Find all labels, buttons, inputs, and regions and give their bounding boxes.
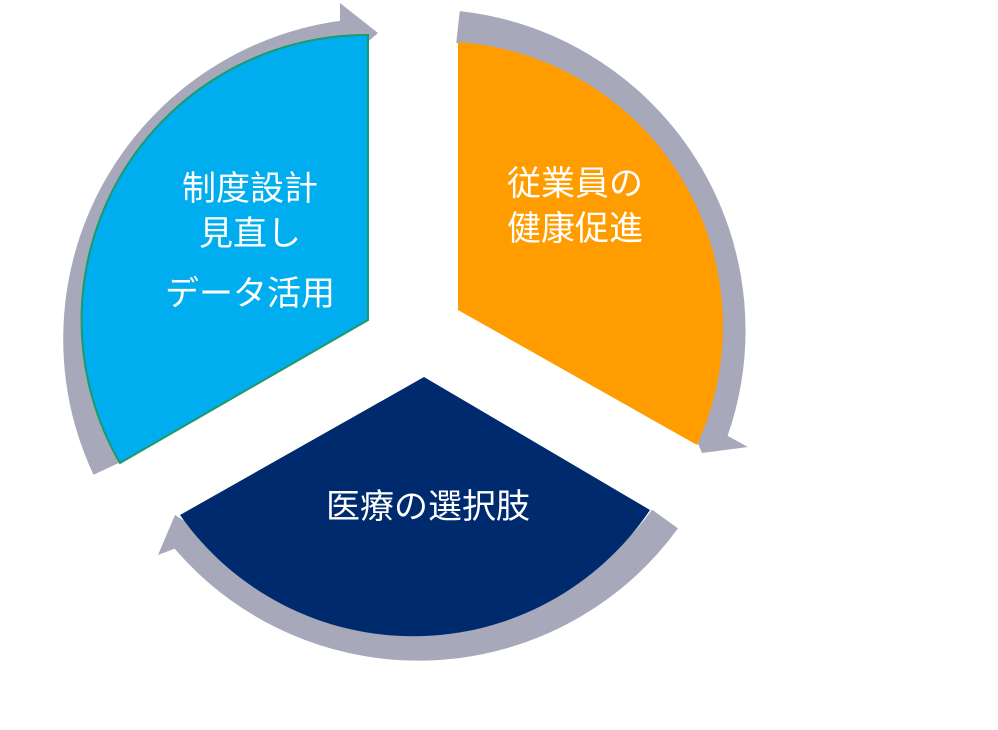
segment-health-label-line2: 健康促進 <box>507 209 643 249</box>
segment-medical: 医療の選択肢 <box>180 377 650 637</box>
curved-arrow-icon-medical <box>158 509 678 661</box>
segment-health-label-line1: 従業員の <box>507 164 643 204</box>
segment-policy-label-line1: 制度設計 <box>182 169 318 209</box>
segment-policy-label-line3: データ活用 <box>165 274 335 314</box>
segment-policy-label-line2: 見直し <box>199 214 301 254</box>
segment-health: 従業員の 健康促進 <box>458 42 723 445</box>
segment-medical-label: 医療の選択肢 <box>326 487 530 527</box>
segment-policy: 制度設計 見直し データ活用 <box>80 33 369 465</box>
